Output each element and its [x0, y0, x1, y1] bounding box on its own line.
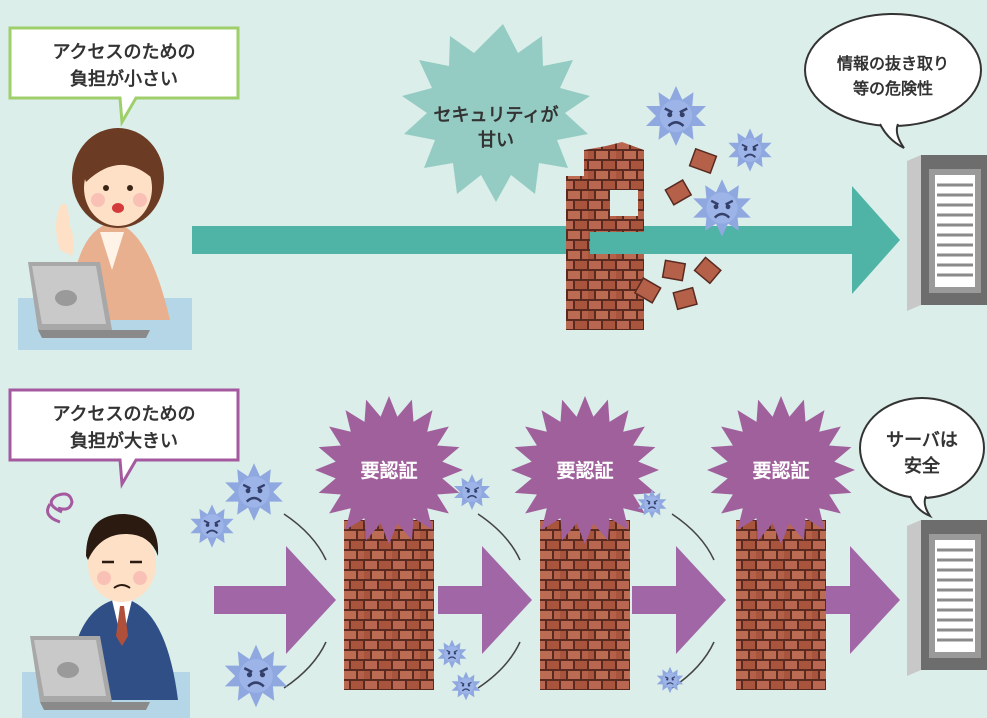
- bottom-speech-line2: 負担が大きい: [70, 430, 178, 452]
- auth-burst-1: 要認証: [315, 396, 463, 544]
- flying-bricks: [633, 147, 722, 311]
- top-security-burst: セキュリティが 甘い: [402, 24, 590, 202]
- bottom-speech-line1: アクセスのための: [52, 404, 195, 425]
- top-burst-line2: 甘い: [478, 130, 514, 151]
- top-cloud-line2: 等の危険性: [852, 79, 933, 98]
- bottom-cloud-line1: サーバは: [886, 430, 958, 451]
- server-icon: [905, 153, 987, 313]
- brick-wall-icon: [540, 520, 630, 690]
- brick-wall-broken-icon: [566, 142, 644, 330]
- bottom-cloud-line2: 安全: [904, 455, 941, 477]
- top-access-arrow: [192, 186, 900, 294]
- auth-burst-2: 要認証: [511, 396, 659, 544]
- laptop-icon: [28, 262, 150, 338]
- woman-user-icon: [18, 128, 192, 350]
- top-burst-line1: セキュリティが: [434, 104, 559, 126]
- auth-label: 要認証: [752, 459, 809, 482]
- top-cloud-line1: 情報の抜き取り: [837, 54, 949, 73]
- top-speech-line2: 負担が小さい: [70, 68, 178, 90]
- top-warning-cloud: 情報の抜き取り 等の危険性: [804, 13, 982, 149]
- auth-label: 要認証: [556, 459, 613, 482]
- top-speech-line1: アクセスのための: [52, 42, 195, 63]
- confusion-swirl-icon: [46, 492, 74, 524]
- auth-label: 要認証: [360, 459, 417, 482]
- top-speech-bubble: アクセスのための 負担が小さい: [8, 26, 240, 127]
- bottom-safe-cloud: サーバは 安全: [859, 397, 985, 519]
- brick-wall-icon: [736, 520, 826, 690]
- server-icon: [905, 518, 987, 678]
- bottom-speech-bubble: アクセスのための 負担が大きい: [8, 388, 240, 489]
- auth-burst-3: 要認証: [707, 396, 855, 544]
- bottom-access-arrows: [214, 546, 900, 654]
- brick-wall-icon: [344, 520, 434, 690]
- laptop-icon: [30, 636, 150, 710]
